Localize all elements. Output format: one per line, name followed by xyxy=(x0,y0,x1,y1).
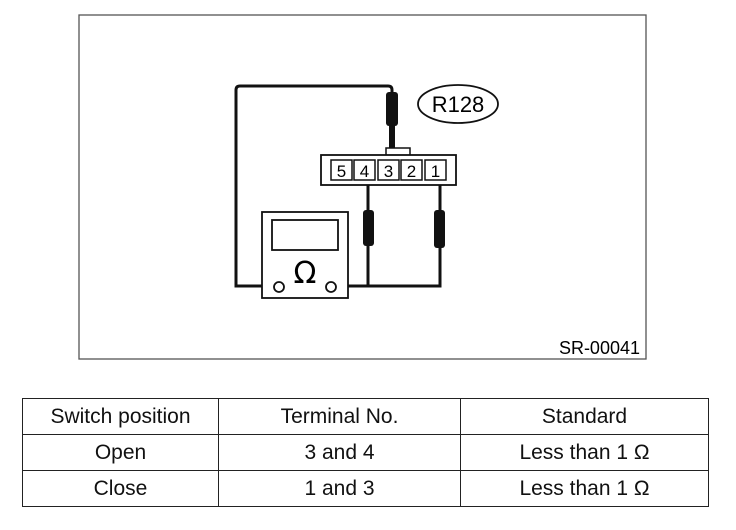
cell-standard: Less than 1 Ω xyxy=(460,470,709,507)
header-terminal-no: Terminal No. xyxy=(218,398,461,435)
connector: 5 4 3 2 1 xyxy=(320,147,457,186)
cell-switch-position: Open xyxy=(22,434,219,471)
terminal-2-label: 2 xyxy=(407,162,416,181)
header-standard: Standard xyxy=(460,398,709,435)
cell-terminal-no: 3 and 4 xyxy=(218,434,461,471)
probe-terminal-1 xyxy=(434,210,445,248)
cell-terminal-no: 1 and 3 xyxy=(218,470,461,507)
connector-label: R128 xyxy=(417,84,499,124)
cell-switch-position: Close xyxy=(22,470,219,507)
probe-terminal-4 xyxy=(363,210,374,246)
meter-display xyxy=(271,219,339,251)
terminal-5-label: 5 xyxy=(337,162,346,181)
terminal-1-label: 1 xyxy=(431,162,440,181)
terminal-4-label: 4 xyxy=(360,162,369,181)
ohmmeter: Ω xyxy=(261,211,349,299)
ohm-symbol: Ω xyxy=(294,256,317,291)
table-row: Open 3 and 4 Less than 1 Ω xyxy=(22,434,709,471)
connector-label-text: R128 xyxy=(432,92,485,117)
lead-terminal-1 xyxy=(368,180,442,288)
cell-standard: Less than 1 Ω xyxy=(460,434,709,471)
probe-terminal-3 xyxy=(386,92,398,154)
meter-right-jack xyxy=(325,281,337,293)
terminal-3-label: 3 xyxy=(384,162,393,181)
wiring-diagram: 5 4 3 2 1 R128 Ω SR-00041 xyxy=(78,14,647,360)
table-header-row: Switch position Terminal No. Standard xyxy=(22,398,709,435)
lead-terminal-3 xyxy=(234,84,394,288)
figure-frame xyxy=(78,14,647,360)
figure-code: SR-00041 xyxy=(559,338,640,358)
meter-left-jack xyxy=(273,281,285,293)
table-row: Close 1 and 3 Less than 1 Ω xyxy=(22,470,709,507)
specification-table: Switch position Terminal No. Standard Op… xyxy=(22,398,709,507)
header-switch-position: Switch position xyxy=(22,398,219,435)
